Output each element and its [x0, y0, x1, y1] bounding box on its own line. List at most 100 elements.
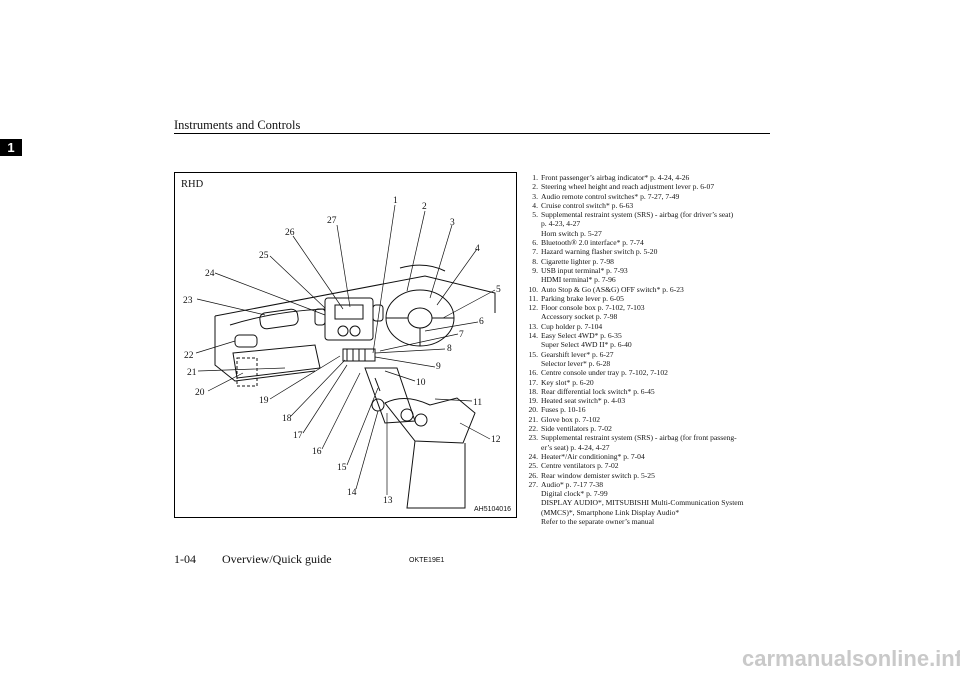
- list-item: 24.Heater*/Air conditioning* p. 7-04: [525, 452, 775, 461]
- item-text: Fuses p. 10-16: [541, 405, 586, 415]
- list-item: 5.Supplemental restraint system (SRS) - …: [525, 210, 775, 238]
- list-item: 22.Side ventilators p. 7-02: [525, 424, 775, 433]
- callout-6: 6: [479, 317, 484, 327]
- item-text: er’s seat) p. 4-24, 4-27: [541, 442, 610, 452]
- callout-13: 13: [383, 496, 393, 506]
- item-number: 8.: [532, 256, 538, 266]
- callout-3: 3: [450, 218, 455, 228]
- item-number: 3.: [532, 191, 538, 201]
- item-text: Rear window demister switch p. 5-25: [541, 470, 655, 480]
- item-text: Gearshift lever* p. 6-27: [541, 349, 614, 359]
- item-number: 17.: [528, 377, 539, 387]
- footer-code: OKTE19E1: [409, 557, 445, 564]
- list-item: 25.Centre ventilators p. 7-02: [525, 461, 775, 470]
- list-item: 8.Cigarette lighter p. 7-98: [525, 257, 775, 266]
- item-text: Super Select 4WD II* p. 6-40: [541, 340, 632, 350]
- item-text: USB input terminal* p. 7-93: [541, 265, 628, 275]
- callout-14: 14: [347, 488, 357, 498]
- list-item: 2.Steering wheel height and reach adjust…: [525, 182, 775, 191]
- item-number: 9.: [532, 265, 538, 275]
- list-item: 26.Rear window demister switch p. 5-25: [525, 471, 775, 480]
- callout-8: 8: [447, 344, 452, 354]
- item-text: Front passenger’s airbag indicator* p. 4…: [541, 173, 690, 182]
- list-item: 11.Parking brake lever p. 6-05: [525, 294, 775, 303]
- list-item: 21.Glove box p. 7-102: [525, 415, 775, 424]
- item-text: Horn switch p. 5-27: [541, 228, 602, 238]
- footer-section-title: Overview/Quick guide: [222, 552, 332, 566]
- callout-7: 7: [459, 330, 464, 340]
- list-item: 23.Supplemental restraint system (SRS) -…: [525, 433, 775, 452]
- item-number: 26.: [528, 470, 539, 480]
- list-item: 18.Rear differential lock switch* p. 6-4…: [525, 387, 775, 396]
- item-number: 24.: [528, 451, 539, 461]
- item-list: 1.Front passenger’s airbag indicator* p.…: [525, 173, 775, 526]
- list-item: 4.Cruise control switch* p. 6-63: [525, 201, 775, 210]
- list-item: 13.Cup holder p. 7-104: [525, 322, 775, 331]
- callout-24: 24: [205, 269, 215, 279]
- item-number: 13.: [528, 321, 539, 331]
- item-number: 22.: [528, 424, 539, 434]
- item-text: Key slot* p. 6-20: [541, 377, 594, 387]
- item-number: 11.: [528, 293, 538, 303]
- item-text: Centre ventilators p. 7-02: [541, 461, 619, 471]
- item-number: 10.: [528, 284, 539, 294]
- item-text: Floor console box p. 7-102, 7-103: [541, 303, 645, 313]
- list-item: 10.Auto Stop & Go (AS&G) OFF switch* p. …: [525, 285, 775, 294]
- list-item: 3.Audio remote control switches* p. 7-27…: [525, 192, 775, 201]
- list-item: 19.Heated seat switch* p. 4-03: [525, 396, 775, 405]
- item-number: 7.: [532, 247, 538, 257]
- item-text: Supplemental restraint system (SRS) - ai…: [541, 433, 737, 443]
- item-text: Auto Stop & Go (AS&G) OFF switch* p. 6-2…: [541, 284, 684, 294]
- list-item: 17.Key slot* p. 6-20: [525, 378, 775, 387]
- item-text: Cigarette lighter p. 7-98: [541, 256, 614, 266]
- item-text: Audio* p. 7-17 7-38: [541, 479, 604, 489]
- item-text: Glove box p. 7-102: [541, 414, 601, 424]
- callout-9: 9: [436, 362, 441, 372]
- item-number: 21.: [528, 414, 539, 424]
- item-number: 6.: [532, 238, 538, 248]
- callout-4: 4: [475, 244, 480, 254]
- item-number: 2.: [532, 182, 538, 192]
- item-number: 23.: [528, 433, 539, 443]
- page-number: 1-04: [174, 552, 196, 566]
- callout-21: 21: [187, 368, 197, 378]
- item-number: 15.: [528, 349, 539, 359]
- callout-1: 1: [393, 196, 398, 206]
- callout-5: 5: [496, 285, 501, 295]
- item-text: p. 4-23, 4-27: [541, 219, 581, 229]
- item-text: Refer to the separate owner’s manual: [541, 516, 655, 526]
- item-number: 16.: [528, 368, 539, 378]
- item-number: 1.: [532, 173, 538, 182]
- callout-20: 20: [195, 388, 205, 398]
- item-number: 27.: [528, 479, 539, 489]
- item-text: Heated seat switch* p. 4-03: [541, 396, 626, 406]
- item-number: 20.: [528, 405, 539, 415]
- list-item: 20.Fuses p. 10-16: [525, 405, 775, 414]
- callout-17: 17: [293, 431, 303, 441]
- item-text: Heater*/Air conditioning* p. 7-04: [541, 451, 645, 461]
- chapter-tab: 1: [0, 139, 22, 156]
- item-text: Side ventilators p. 7-02: [541, 424, 612, 434]
- item-text: Audio remote control switches* p. 7-27, …: [541, 191, 680, 201]
- item-text: Rear differential lock switch* p. 6-45: [541, 386, 655, 396]
- item-text: Steering wheel height and reach adjustme…: [541, 182, 715, 192]
- item-text: Centre console under tray p. 7-102, 7-10…: [541, 368, 668, 378]
- item-text: HDMI terminal* p. 7-96: [541, 275, 616, 285]
- item-text: Hazard warning flasher switch p. 5-20: [541, 247, 658, 257]
- watermark: carmanualsonline.info: [742, 646, 960, 671]
- callout-15: 15: [337, 463, 347, 473]
- item-text: DISPLAY AUDIO*, MITSUBISHI Multi-Communi…: [541, 498, 744, 508]
- list-item: 7.Hazard warning flasher switch p. 5-20: [525, 247, 775, 256]
- item-text: Cup holder p. 7-104: [541, 321, 603, 331]
- item-number: 14.: [528, 331, 539, 341]
- callout-19: 19: [259, 396, 269, 406]
- item-text: (MMCS)*, Smartphone Link Display Audio*: [541, 507, 680, 517]
- item-text: Easy Select 4WD* p. 6-35: [541, 331, 622, 341]
- callout-23: 23: [183, 296, 193, 306]
- section-title: Instruments and Controls: [174, 118, 301, 132]
